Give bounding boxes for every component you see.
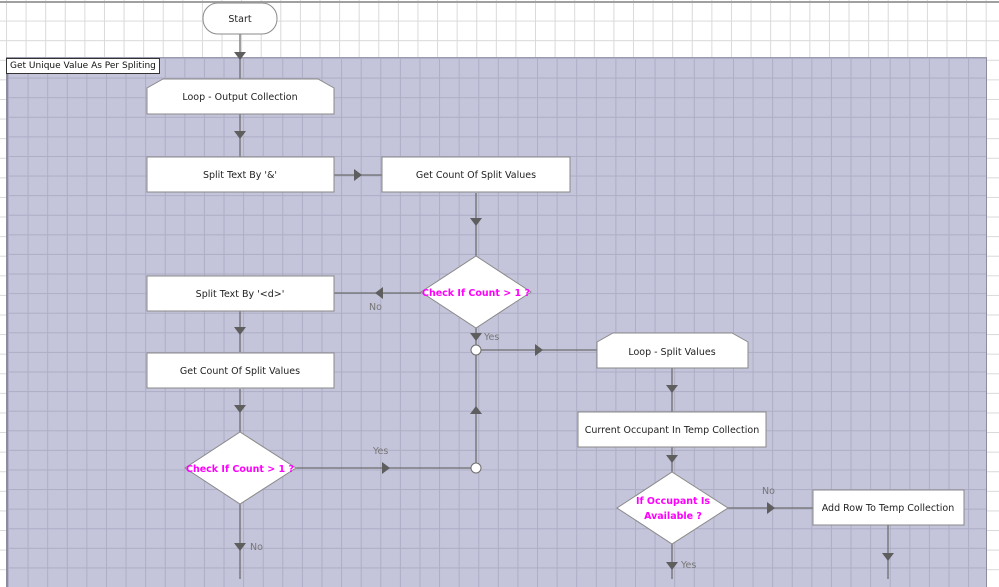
split-amp-label: Split Text By '&' <box>203 170 277 181</box>
edge-label-yes: Yes <box>372 446 388 457</box>
check1-label: Check If Count > 1 ? <box>422 288 530 299</box>
current-occupant-node[interactable]: Current Occupant In Temp Collection <box>577 411 767 448</box>
split-text-amp-node[interactable]: Split Text By '&' <box>146 156 335 193</box>
start-node[interactable]: Start <box>202 2 278 35</box>
loop-output-label: Loop - Output Collection <box>182 92 297 103</box>
arrow-right-icon <box>535 344 543 356</box>
add-row-node[interactable]: Add Row To Temp Collection <box>812 489 965 526</box>
canvas-top-border <box>0 1 999 3</box>
connectors <box>239 34 889 579</box>
arrow-down-icon <box>234 52 246 60</box>
arrow-down-icon <box>234 405 246 413</box>
edge-label-no: No <box>762 486 775 497</box>
get-count-node-2[interactable]: Get Count Of Split Values <box>146 352 335 389</box>
occupant-label-line2: Available ? <box>644 511 702 522</box>
count1-label: Get Count Of Split Values <box>416 170 536 181</box>
add-row-label: Add Row To Temp Collection <box>822 503 955 514</box>
junction-anchor[interactable] <box>470 462 482 474</box>
start-label: Start <box>228 14 251 25</box>
edge-label-yes: Yes <box>483 332 499 343</box>
split-d-label: Split Text By '<d>' <box>196 289 285 300</box>
get-count-node-1[interactable]: Get Count Of Split Values <box>381 156 571 193</box>
edge-label-no: No <box>369 302 382 313</box>
block-label[interactable]: Get Unique Value As Per Spliting <box>6 58 160 74</box>
split-text-d-node[interactable]: Split Text By '<d>' <box>146 275 335 312</box>
arrow-down-icon <box>882 553 894 561</box>
arrow-left-icon <box>375 287 383 299</box>
loop-output-collection-node[interactable]: Loop - Output Collection <box>146 78 335 115</box>
arrowheads <box>234 52 894 570</box>
current-occupant-label: Current Occupant In Temp Collection <box>585 425 759 436</box>
occupant-label-line1: If Occupant Is <box>636 496 710 507</box>
loop-split-values-node[interactable]: Loop - Split Values <box>596 332 749 369</box>
edge-label-no: No <box>250 542 263 553</box>
check-count-decision-1[interactable]: Check If Count > 1 ? <box>420 255 532 329</box>
count2-label: Get Count Of Split Values <box>180 366 300 377</box>
arrow-down-icon <box>666 385 678 393</box>
junction-anchor[interactable] <box>470 344 482 356</box>
arrow-down-icon <box>666 455 678 463</box>
arrow-down-icon <box>234 131 246 139</box>
edge-label-yes: Yes <box>680 560 696 571</box>
occupant-available-decision[interactable]: If Occupant Is Available ? <box>616 471 729 545</box>
arrow-up-icon <box>470 406 482 414</box>
check-count-decision-2[interactable]: Check If Count > 1 ? <box>184 431 297 505</box>
arrow-down-icon <box>234 543 246 551</box>
loop-split-label: Loop - Split Values <box>628 347 715 358</box>
arrow-right-icon <box>767 502 775 514</box>
arrow-down-icon <box>470 333 482 341</box>
arrow-down-icon <box>470 218 482 226</box>
arrow-down-icon <box>666 562 678 570</box>
check2-label: Check If Count > 1 ? <box>186 464 294 475</box>
arrow-down-icon <box>234 327 246 335</box>
arrow-right-icon <box>382 462 390 474</box>
arrow-right-icon <box>354 169 362 181</box>
